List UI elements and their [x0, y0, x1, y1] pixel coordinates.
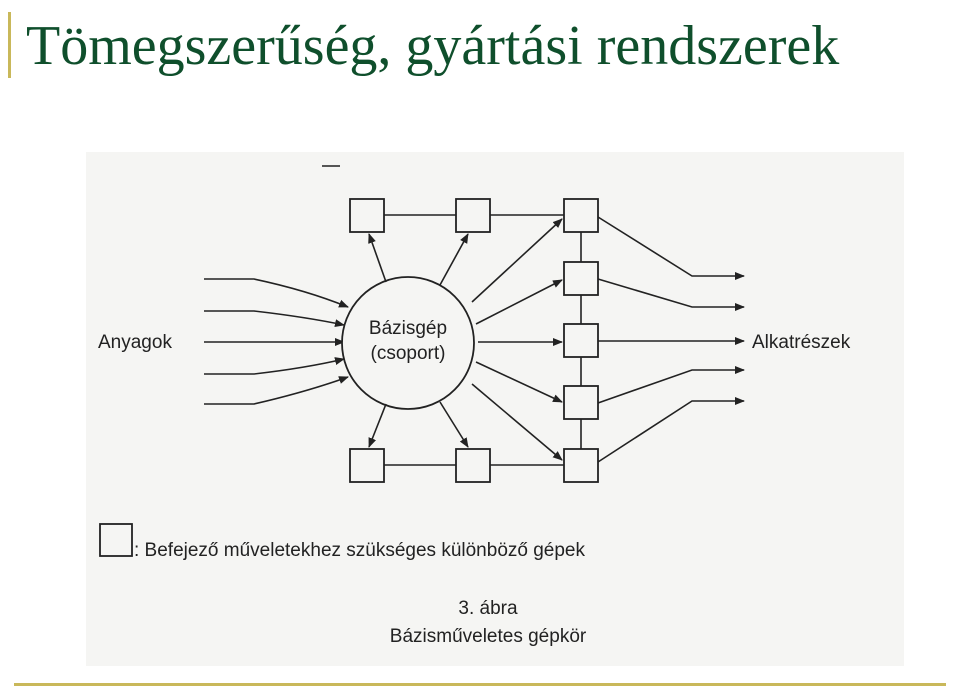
machine-box-col-5: [563, 448, 599, 483]
input-label: Anyagok: [98, 332, 172, 353]
machine-box-col-2: [563, 261, 599, 296]
machine-box-bottom-2: [455, 448, 491, 483]
machine-box-col-3: [563, 323, 599, 358]
input-arrow-4: [204, 357, 345, 375]
legend-text: : Befejező műveletekhez szükséges különb…: [134, 540, 585, 561]
bottom-rule: [14, 683, 946, 686]
machine-box-top-2: [455, 198, 491, 233]
input-arrow-2: [204, 310, 345, 328]
caption-number: 3. ábra: [458, 598, 518, 619]
diagram-figure: Anyagok Bázisgép (csoport) Alkatrészek :…: [86, 152, 904, 666]
output-arrow-4: [597, 366, 745, 404]
machine-box-col-4: [563, 385, 599, 420]
input-arrows: [204, 278, 349, 405]
input-arrow-5: [204, 376, 349, 405]
title-accent-bar: [8, 12, 11, 78]
machine-box-bottom-1: [349, 448, 385, 483]
base-machine-circle: [341, 276, 475, 410]
output-arrows: [597, 216, 745, 463]
slide-title: Tömegszerűség, gyártási rendszerek: [26, 15, 840, 77]
caption-title: Bázisműveletes gépkör: [390, 626, 587, 647]
machine-box-col-1: [563, 198, 599, 233]
diagram-svg: Anyagok Bázisgép (csoport) Alkatrészek :…: [98, 165, 851, 647]
center-label-line2: (csoport): [371, 343, 446, 364]
center-label-line1: Bázisgép: [369, 318, 447, 339]
distribution-arrows: [368, 218, 563, 461]
output-arrow-1: [597, 216, 745, 280]
legend-box: [99, 523, 133, 557]
box-connectors: [384, 214, 582, 466]
input-arrow-1: [204, 278, 349, 308]
machine-box-top-1: [349, 198, 385, 233]
output-arrow-5: [597, 397, 745, 463]
output-arrow-2: [597, 278, 745, 311]
output-label: Alkatrészek: [752, 332, 851, 353]
